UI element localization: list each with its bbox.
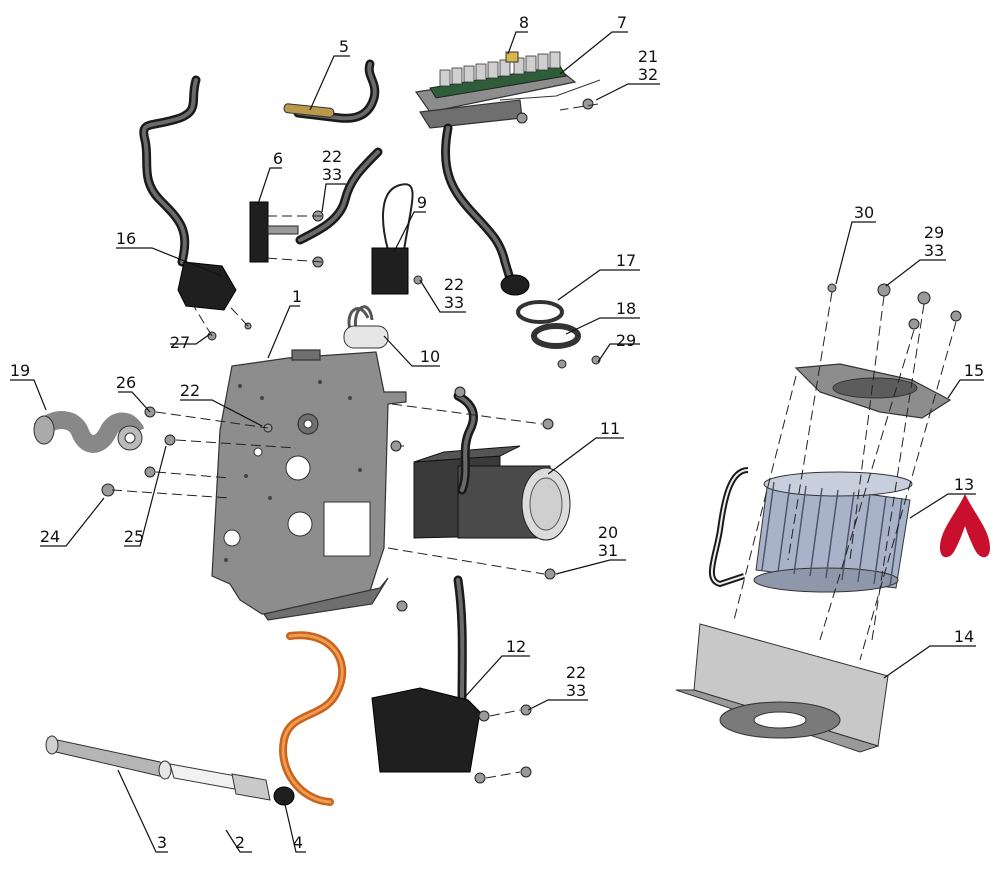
callout-25: 25 [124,527,144,546]
callout-3: 3 [157,833,167,852]
callout-13: 13 [954,475,974,494]
part-3-tube [45,735,172,780]
part-9-relay [371,183,423,295]
part-4-hose [273,631,347,806]
callout-5: 5 [339,37,349,56]
part-1-main-plate [211,349,408,621]
callout-21: 21 [638,47,658,66]
callout-22-a: 22 [322,147,342,166]
callout-12: 12 [506,637,526,656]
callout-33-b: 33 [444,293,464,312]
callout-14: 14 [954,627,974,646]
callout-30: 30 [854,203,874,222]
fan-screws [827,283,962,330]
callout-17: 17 [616,251,636,270]
part-17-ring [516,300,564,324]
callout-4: 4 [293,833,303,852]
callout-15: 15 [964,361,984,380]
part-2-shaft [169,763,271,801]
callout-11: 11 [600,419,620,438]
callout-32: 32 [638,65,658,84]
part-7-cable [440,123,530,296]
part-7-control-board [414,51,601,129]
part-19-auger [33,411,145,453]
part-16-sensor-cable [139,75,252,341]
part-5-rod [283,59,380,123]
leader-lines [10,31,984,853]
callout-19: 19 [10,361,30,380]
callout-labels: 1 2 3 4 5 6 7 8 9 10 11 12 13 14 15 16 1… [10,13,984,852]
callout-16: 16 [116,229,136,248]
part-18-ring [531,323,581,349]
callout-22-b: 22 [444,275,464,294]
part-10-capacitor [343,305,389,349]
part-15-flange [794,363,952,419]
callout-18: 18 [616,299,636,318]
callout-1: 1 [292,287,302,306]
callout-31: 31 [598,541,618,560]
callout-27: 27 [170,333,190,352]
part-14-fan-housing [675,623,889,753]
callout-33-a: 33 [322,165,342,184]
brand-logo [940,494,990,558]
part-13-fan-wheel [709,467,913,593]
callout-29-a: 29 [616,331,636,350]
callout-7: 7 [617,13,627,32]
assembly-lines [111,103,957,779]
callout-33-d: 33 [566,681,586,700]
part-11-motor [413,386,571,541]
callout-33-e: 33 [924,241,944,260]
callout-9: 9 [417,193,427,212]
callout-20: 20 [598,523,618,542]
callout-26: 26 [116,373,136,392]
callout-29-b: 29 [924,223,944,242]
callout-8: 8 [519,13,529,32]
callout-22-c: 22 [180,381,200,400]
callout-22-d: 22 [566,663,586,682]
callout-24: 24 [40,527,60,546]
callout-10: 10 [420,347,440,366]
callout-2: 2 [235,833,245,852]
callout-6: 6 [273,149,283,168]
part-12-gearmotor [371,575,532,784]
screw-21-32 [582,98,594,110]
